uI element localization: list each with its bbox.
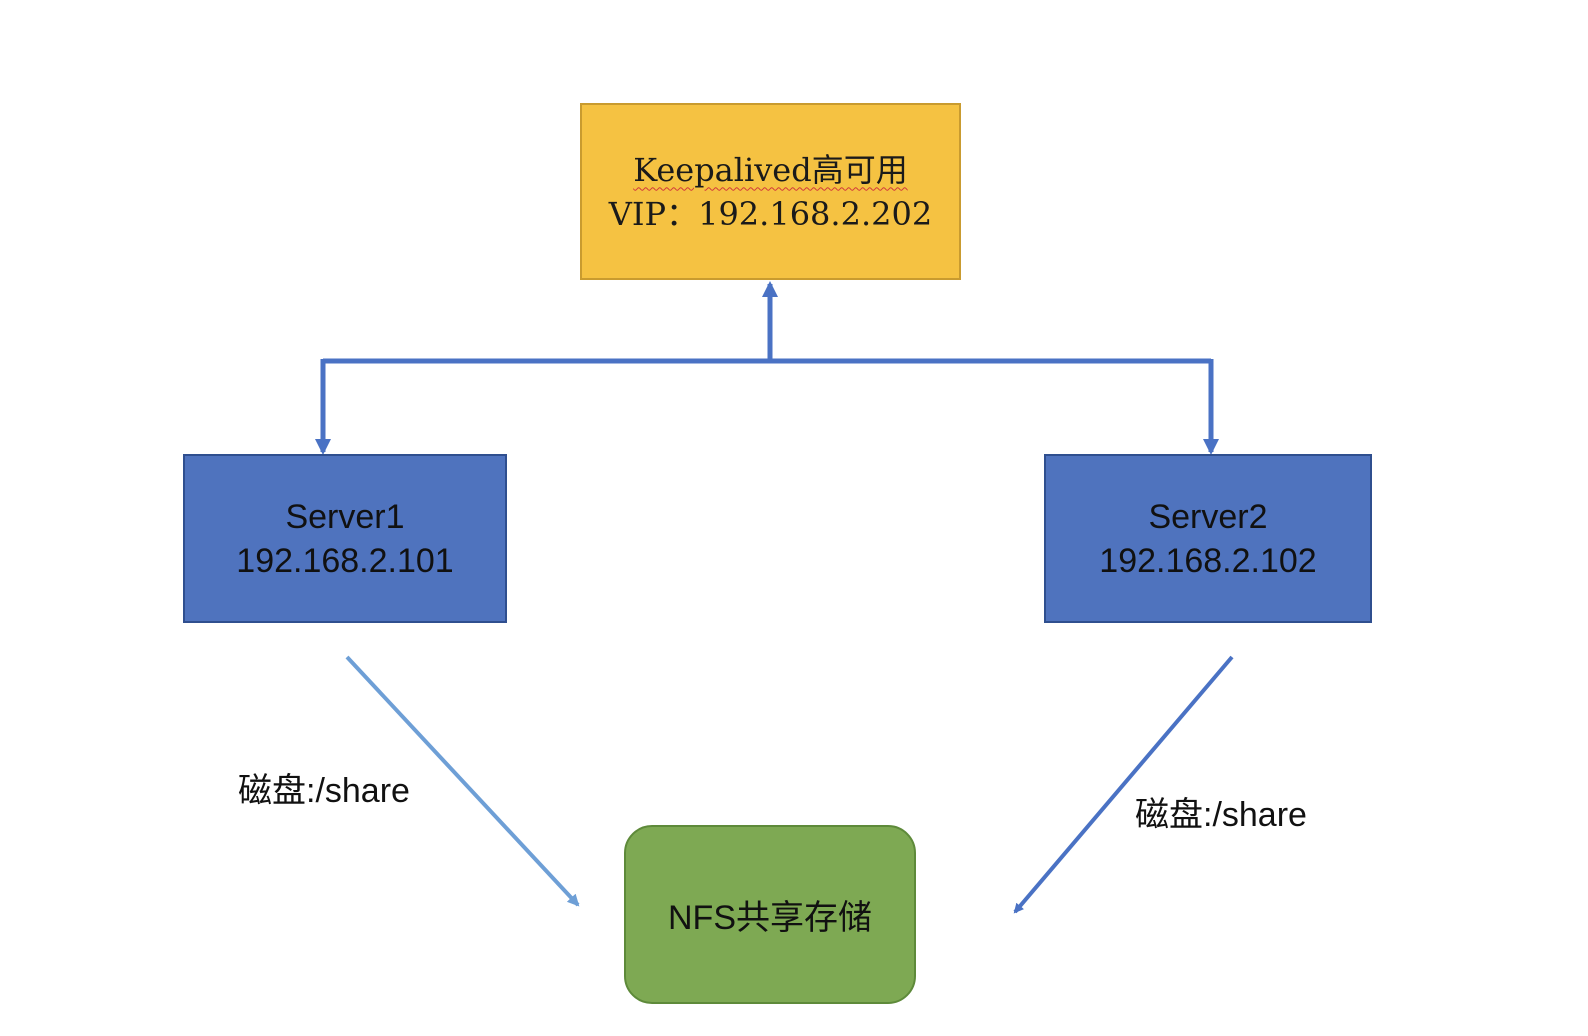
server1-ip: 192.168.2.101 <box>236 541 454 580</box>
server2-box: Server2 192.168.2.102 <box>1044 454 1372 623</box>
server1-box: Server1 192.168.2.101 <box>183 454 507 623</box>
server2-ip: 192.168.2.102 <box>1099 541 1317 580</box>
keepalived-title: Keepalived高可用 <box>633 150 908 189</box>
nfs-storage-label: NFS共享存储 <box>668 899 872 937</box>
edge-label-server2-disk: 磁盘:/share <box>1135 796 1307 834</box>
edge-label-server1-disk: 磁盘:/share <box>238 772 410 810</box>
server1-name: Server1 <box>285 497 405 536</box>
keepalived-vip: VIP：192.168.2.202 <box>608 194 933 233</box>
keepalived-box: Keepalived高可用 VIP：192.168.2.202 <box>580 103 961 280</box>
arrow-server1-to-nfs <box>345 655 580 907</box>
server2-name: Server2 <box>1148 497 1268 536</box>
arrow-server2-to-nfs <box>1013 655 1234 914</box>
nfs-storage-box: NFS共享存储 <box>624 825 916 1004</box>
